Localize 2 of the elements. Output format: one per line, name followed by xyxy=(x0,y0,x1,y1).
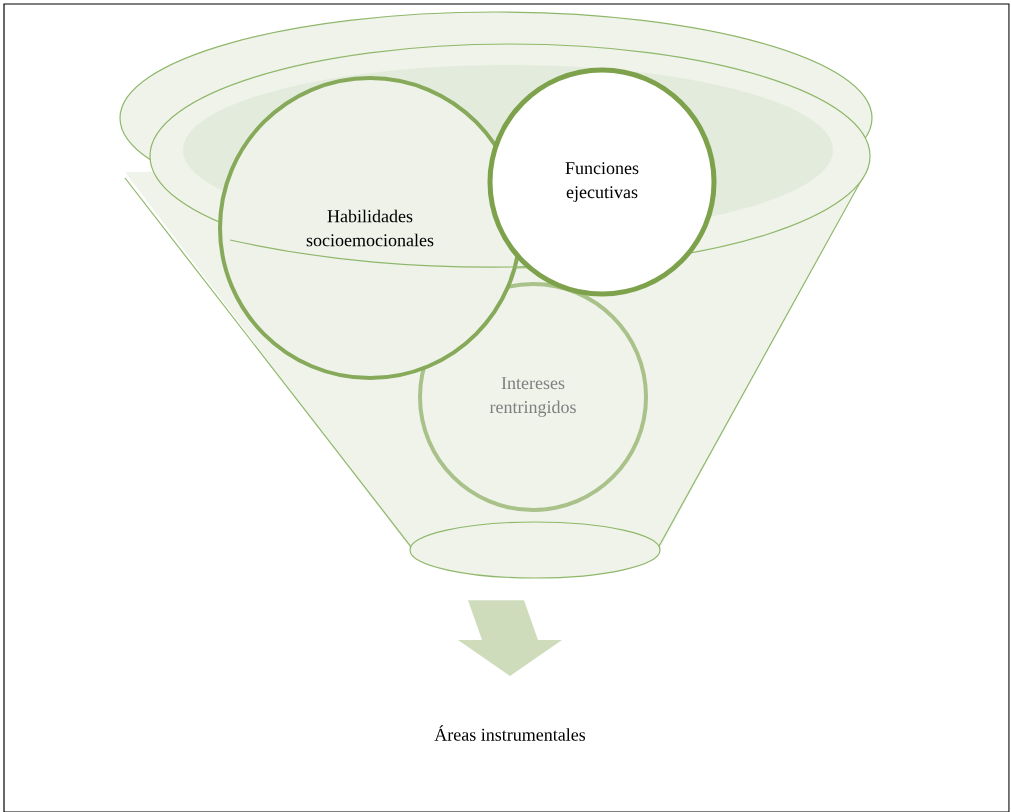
text: Áreas instrumentales xyxy=(434,725,586,741)
arrow xyxy=(458,600,562,676)
